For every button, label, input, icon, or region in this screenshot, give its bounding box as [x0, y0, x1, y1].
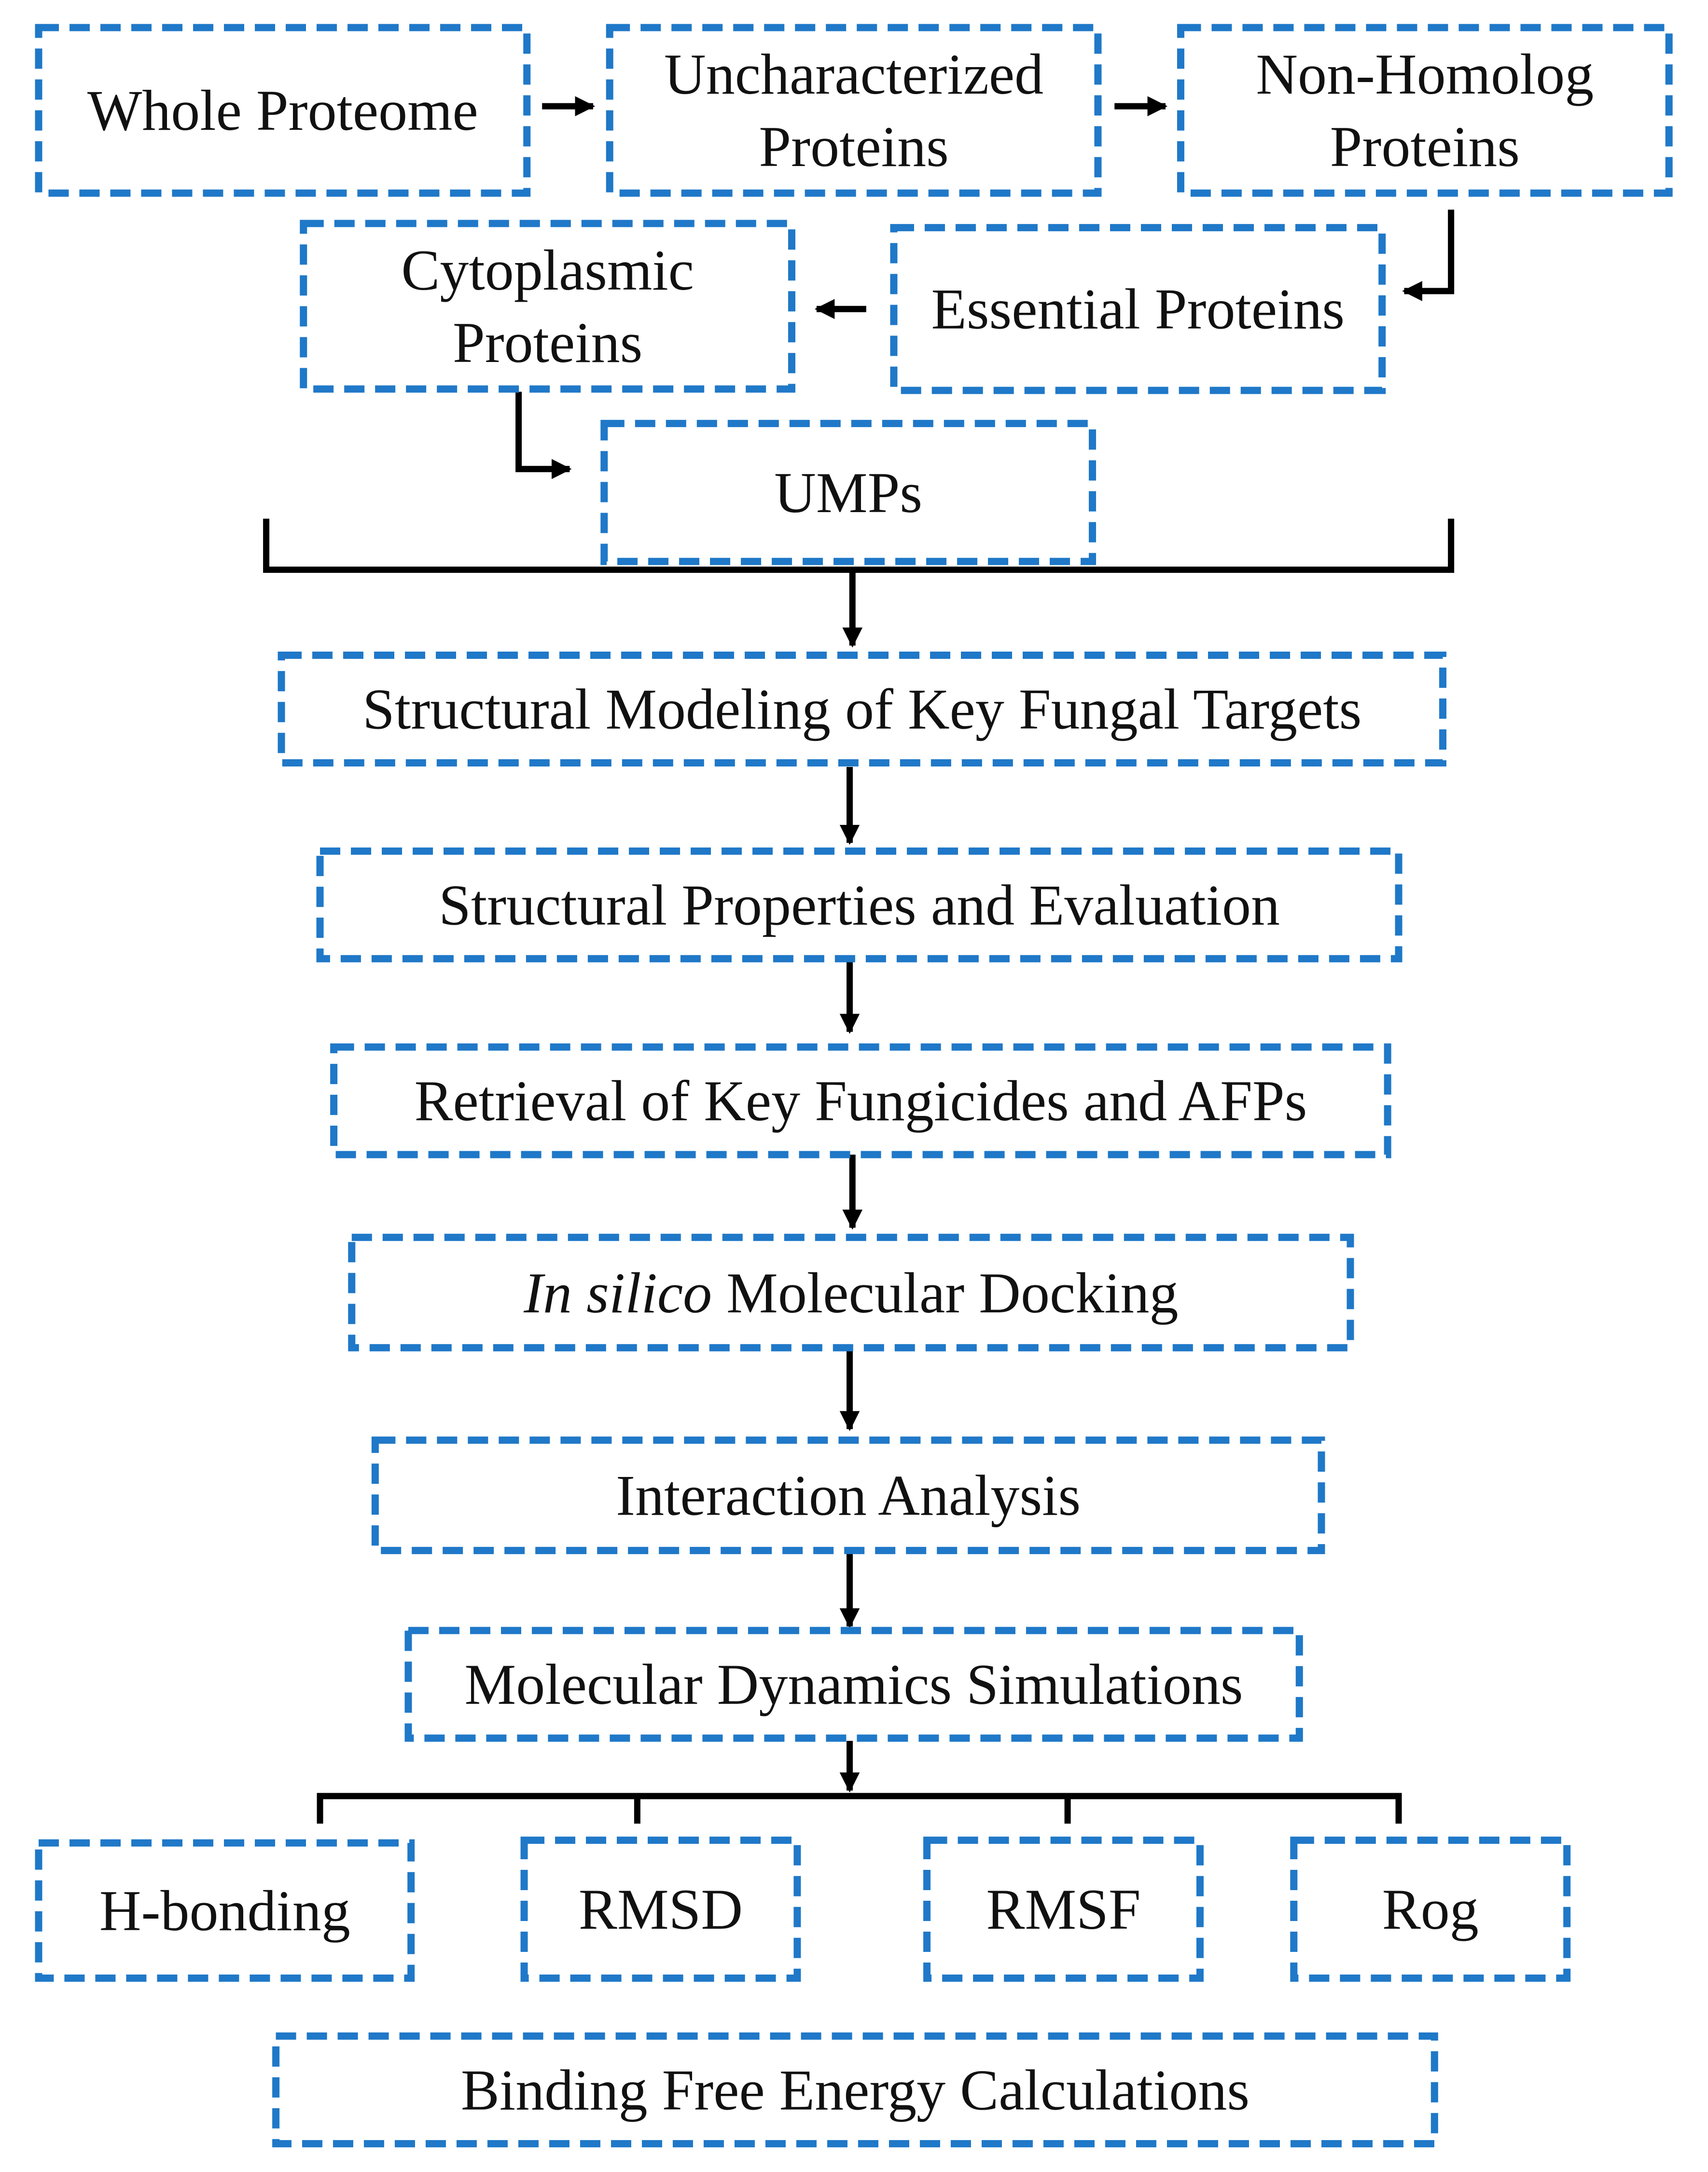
- rog-box: [1290, 1837, 1571, 1982]
- rmsf-node: RMSF: [923, 1837, 1204, 1982]
- arrow-cytoplasmic-to-umps: [515, 391, 572, 479]
- essential-proteins-box: [890, 224, 1386, 394]
- rmsd-node: RMSD: [520, 1837, 801, 1982]
- binding-free-energy-box: [272, 2032, 1438, 2147]
- retrieval-fungicides-node: Retrieval of Key Fungicides and AFPs: [330, 1043, 1391, 1158]
- non-homolog-proteins-label-line-1: Non-Homolog: [1256, 42, 1594, 106]
- rmsd-box: [520, 1837, 801, 1982]
- molecular-docking-label-text: Molecular Docking: [712, 1260, 1178, 1324]
- structural-modeling-box: [278, 652, 1446, 766]
- h-bonding-box: [35, 1839, 415, 1982]
- cytoplasmic-proteins-box: [300, 220, 795, 393]
- rmsf-box: [923, 1837, 1204, 1982]
- cytoplasmic-proteins-label-line-1: Cytoplasmic: [401, 238, 694, 302]
- md-simulations-node: Molecular Dynamics Simulations: [404, 1627, 1303, 1742]
- arrow-nonhomolog-to-essential: [1402, 209, 1455, 301]
- umps-node: UMPs: [600, 419, 1097, 565]
- uncharacterized-proteins-box: [606, 24, 1102, 197]
- h-bonding-node: H-bonding: [35, 1839, 415, 1982]
- essential-proteins-label: Essential Proteins: [931, 277, 1345, 341]
- structural-modeling-node: Structural Modeling of Key Fungal Target…: [278, 652, 1446, 766]
- uncharacterized-proteins-label-line-2: Proteins: [759, 114, 948, 179]
- interaction-analysis-node: Interaction Analysis: [371, 1436, 1325, 1554]
- rog-node: Rog: [1290, 1837, 1571, 1982]
- whole-proteome-box: [35, 24, 531, 197]
- uncharacterized-proteins-label-line-1: Uncharacterized: [664, 42, 1043, 106]
- umps-label: UMPs: [774, 460, 922, 525]
- interaction-analysis-box: [371, 1436, 1325, 1554]
- nodes: Whole ProteomeUncharacterizedProteinsNon…: [35, 24, 1673, 2147]
- rmsd-label: RMSD: [579, 1877, 743, 1941]
- structural-properties-box: [316, 847, 1403, 962]
- cytoplasmic-proteins-label-line-2: Proteins: [453, 310, 642, 375]
- binding-free-energy-node: Binding Free Energy Calculations: [272, 2032, 1438, 2147]
- structural-modeling-label: Structural Modeling of Key Fungal Target…: [362, 677, 1361, 741]
- molecular-docking-label: In silico Molecular Docking: [523, 1260, 1178, 1324]
- md-simulations-label: Molecular Dynamics Simulations: [465, 1652, 1243, 1716]
- retrieval-fungicides-box: [330, 1043, 1391, 1158]
- retrieval-fungicides-label: Retrieval of Key Fungicides and AFPs: [414, 1069, 1307, 1133]
- binding-free-energy-label: Binding Free Energy Calculations: [461, 2058, 1250, 2122]
- umps-box: [600, 419, 1097, 565]
- connectors: [263, 96, 1455, 1824]
- rog-label: Rog: [1382, 1877, 1479, 1941]
- md-simulations-box: [404, 1627, 1303, 1742]
- non-homolog-proteins-label-line-2: Proteins: [1330, 114, 1520, 179]
- molecular-docking-italic-prefix: In silico: [523, 1260, 712, 1324]
- whole-proteome-node: Whole Proteome: [35, 24, 531, 197]
- interaction-analysis-label: Interaction Analysis: [616, 1463, 1081, 1528]
- molecular-docking-node: In silico Molecular Docking: [348, 1234, 1354, 1351]
- h-bonding-label: H-bonding: [99, 1879, 350, 1943]
- branch-bar: [317, 1793, 1402, 1824]
- non-homolog-proteins-box: [1177, 24, 1673, 197]
- rmsf-label: RMSF: [986, 1877, 1140, 1941]
- whole-proteome-label: Whole Proteome: [87, 78, 478, 142]
- molecular-docking-box: [348, 1234, 1354, 1351]
- brace-umps: [263, 518, 1455, 573]
- structural-properties-node: Structural Properties and Evaluation: [316, 847, 1403, 962]
- structural-properties-label: Structural Properties and Evaluation: [439, 873, 1280, 937]
- essential-proteins-node: Essential Proteins: [890, 224, 1386, 394]
